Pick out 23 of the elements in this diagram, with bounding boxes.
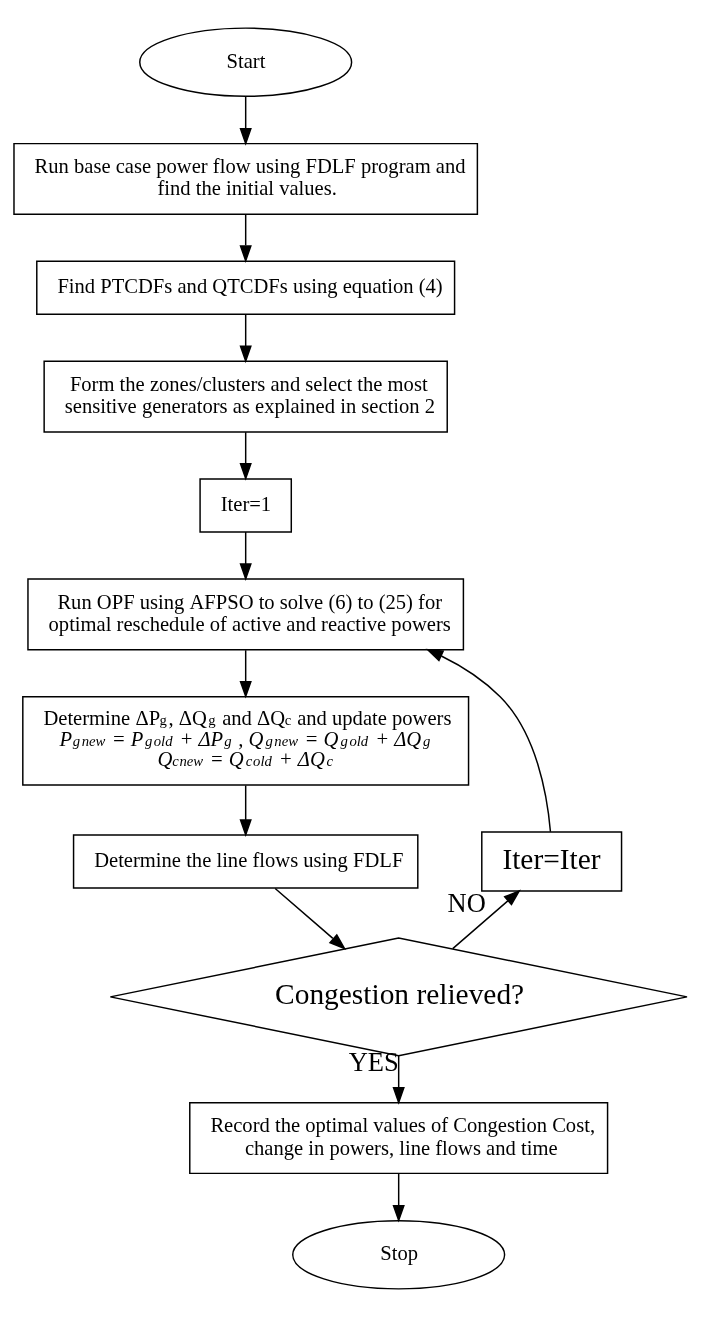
- arrow: [274, 887, 347, 950]
- arrow: [239, 531, 252, 581]
- node-box: Determine the line flows using FDLF: [72, 834, 419, 889]
- node-box: Iter=1: [199, 478, 293, 533]
- node-box: Run base case power flow using FDLF program and find the initial values.: [13, 142, 479, 215]
- node-box: Record the optimal values of Congestion Cost, change in powers, line flows and time: [189, 1102, 609, 1175]
- arrow: [239, 784, 252, 837]
- node-box: Iter=Iter: [481, 831, 623, 892]
- arrow: [392, 1172, 405, 1223]
- node-ellipse: Stop: [292, 1219, 506, 1290]
- arrow: [425, 648, 552, 833]
- arrow: [392, 1055, 405, 1105]
- arrow: [239, 649, 252, 699]
- arrow: [239, 313, 252, 364]
- arrow: [239, 95, 252, 146]
- arrow: [239, 213, 252, 263]
- node-box: Form the zones/clusters and select the most sensitive generators as explained in section 2: [43, 360, 448, 433]
- node-box: Run OPF using AFPSO to solve (6) to (25) for optimal reschedule of active and reactive powers: [27, 578, 465, 651]
- node-box: Determine ΔPg, ΔQg and ΔQc and update powers Pgnew = Pgold + ΔPg , Qgnew = Qgold + ΔQg Qcnew = Qcold + ΔQc: [22, 696, 470, 786]
- node-ellipse: Start: [139, 27, 353, 98]
- arrow: [239, 431, 252, 481]
- arrow: [452, 889, 521, 950]
- node-box: Find PTCDFs and QTCDFs using equation (4): [36, 260, 456, 315]
